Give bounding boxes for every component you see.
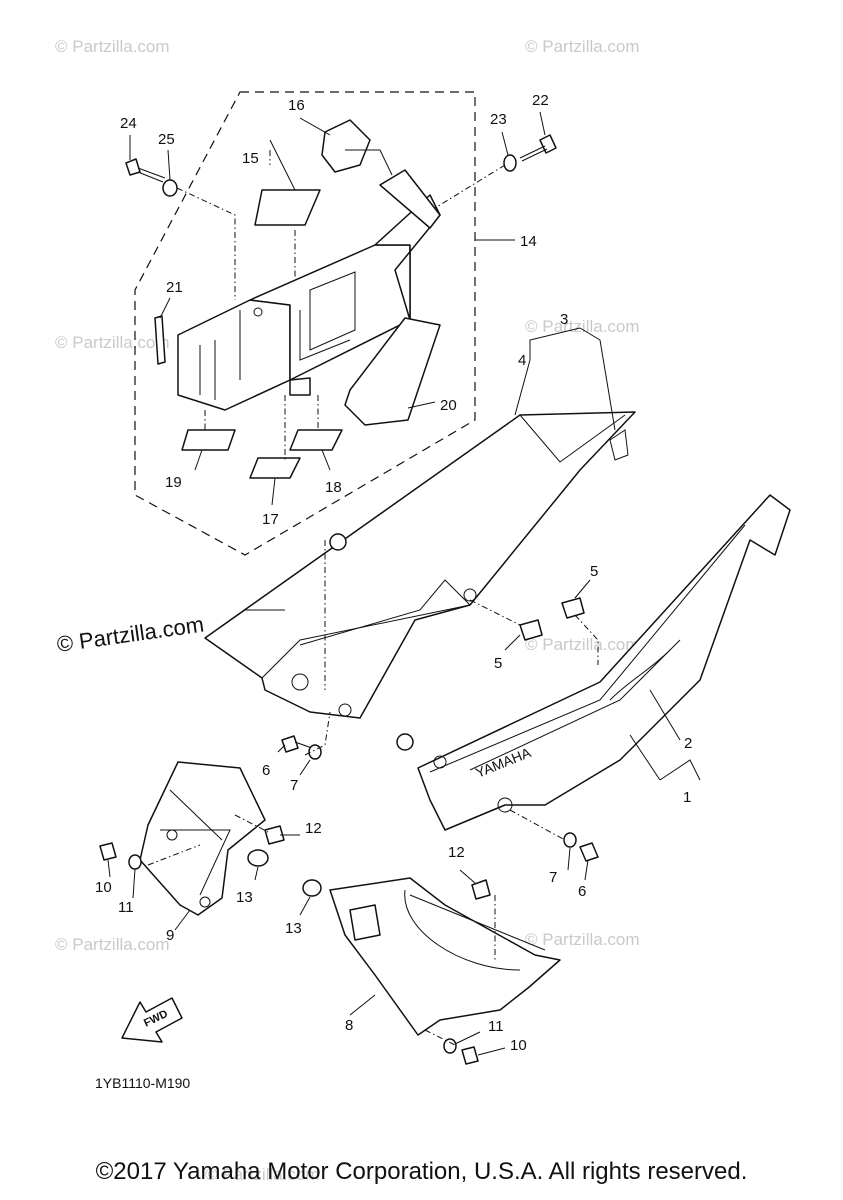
copyright-notice: ©2017 Yamaha Motor Corporation, U.S.A. A… bbox=[95, 1158, 748, 1185]
callout: 16 bbox=[288, 97, 305, 114]
watermark: © Partzilla.com bbox=[525, 635, 640, 654]
callout: 12 bbox=[448, 844, 465, 861]
pad-19 bbox=[181, 429, 236, 451]
callout: 7 bbox=[290, 777, 298, 794]
callout: 25 bbox=[158, 131, 175, 148]
washer-7 bbox=[308, 744, 322, 760]
diagram-code: 1YB1110-M190 bbox=[95, 1075, 190, 1091]
bolt-6 bbox=[281, 735, 599, 862]
callout: 2 bbox=[684, 735, 692, 752]
washer-7 bbox=[563, 832, 577, 848]
grommet-13 bbox=[247, 849, 269, 867]
callout: 8 bbox=[345, 1017, 353, 1034]
starter-relay-16 bbox=[321, 119, 393, 176]
callout: 13 bbox=[285, 920, 302, 937]
callout: 11 bbox=[488, 1018, 504, 1035]
clip bbox=[329, 533, 347, 551]
leader-lines bbox=[107, 111, 701, 1056]
callout: 5 bbox=[494, 655, 502, 672]
watermark: © Partzilla.com bbox=[525, 317, 640, 336]
watermark: © Partzilla.com bbox=[55, 935, 170, 954]
callout: 20 bbox=[440, 397, 457, 414]
callout: 6 bbox=[262, 762, 270, 779]
washer-11 bbox=[443, 1038, 457, 1054]
battery-pad-20 bbox=[344, 317, 441, 426]
callout: 9 bbox=[166, 927, 174, 944]
callout: 23 bbox=[490, 111, 507, 128]
bolt-10 bbox=[461, 1046, 479, 1065]
bolt-10 bbox=[99, 842, 117, 861]
callout: 14 bbox=[520, 233, 537, 250]
watermark: © Partzilla.com bbox=[525, 930, 640, 949]
watermark: © Partzilla.com bbox=[205, 1165, 320, 1184]
callout: 13 bbox=[236, 889, 253, 906]
grommet-12 bbox=[471, 879, 491, 900]
bolt-22 bbox=[519, 134, 557, 162]
callout: 7 bbox=[549, 869, 557, 886]
callout: 10 bbox=[95, 879, 112, 896]
callout: 11 bbox=[118, 899, 134, 916]
callout: 6 bbox=[578, 883, 586, 900]
fwd-arrow-icon: FWD bbox=[121, 997, 183, 1043]
callout: 12 bbox=[305, 820, 322, 837]
callout: 5 bbox=[590, 563, 598, 580]
side-cover-left bbox=[204, 411, 636, 719]
callout: 4 bbox=[518, 352, 526, 369]
watermark: © Partzilla.com bbox=[525, 37, 640, 56]
callout: 15 bbox=[242, 150, 259, 167]
grommet-12 bbox=[264, 825, 285, 845]
callout-layer: 1 2 3 4 5 5 6 6 7 7 8 9 10 10 11 11 12 1… bbox=[95, 92, 692, 1054]
cover-9 bbox=[139, 761, 266, 916]
collar-25 bbox=[162, 179, 178, 197]
cover-8 bbox=[329, 877, 561, 1036]
watermark-main: © Partzilla.com bbox=[55, 612, 205, 657]
callout: 17 bbox=[262, 511, 279, 528]
grommet-5 bbox=[519, 597, 585, 641]
washer-11 bbox=[128, 854, 142, 870]
callout: 10 bbox=[510, 1037, 527, 1054]
band-21 bbox=[154, 315, 166, 365]
callout: 21 bbox=[166, 279, 183, 296]
watermark: © Partzilla.com bbox=[55, 37, 170, 56]
battery-pad-15 bbox=[254, 189, 321, 226]
callout: 3 bbox=[560, 311, 568, 328]
side-cover-right: YAMAHA bbox=[417, 494, 791, 831]
clip bbox=[396, 733, 414, 751]
bolt-24 bbox=[125, 158, 166, 183]
watermark: © Partzilla.com bbox=[55, 333, 170, 352]
pad-17 bbox=[249, 457, 301, 479]
pad-18 bbox=[289, 429, 343, 451]
callout: 1 bbox=[683, 789, 691, 806]
grommet-13 bbox=[302, 879, 322, 897]
callout: 18 bbox=[325, 479, 342, 496]
callout: 22 bbox=[532, 92, 549, 109]
battery-box-assembly-outline bbox=[134, 91, 476, 556]
washer-23 bbox=[503, 154, 517, 172]
callout: 24 bbox=[120, 115, 137, 132]
callout: 19 bbox=[165, 474, 182, 491]
battery-box bbox=[177, 169, 441, 411]
